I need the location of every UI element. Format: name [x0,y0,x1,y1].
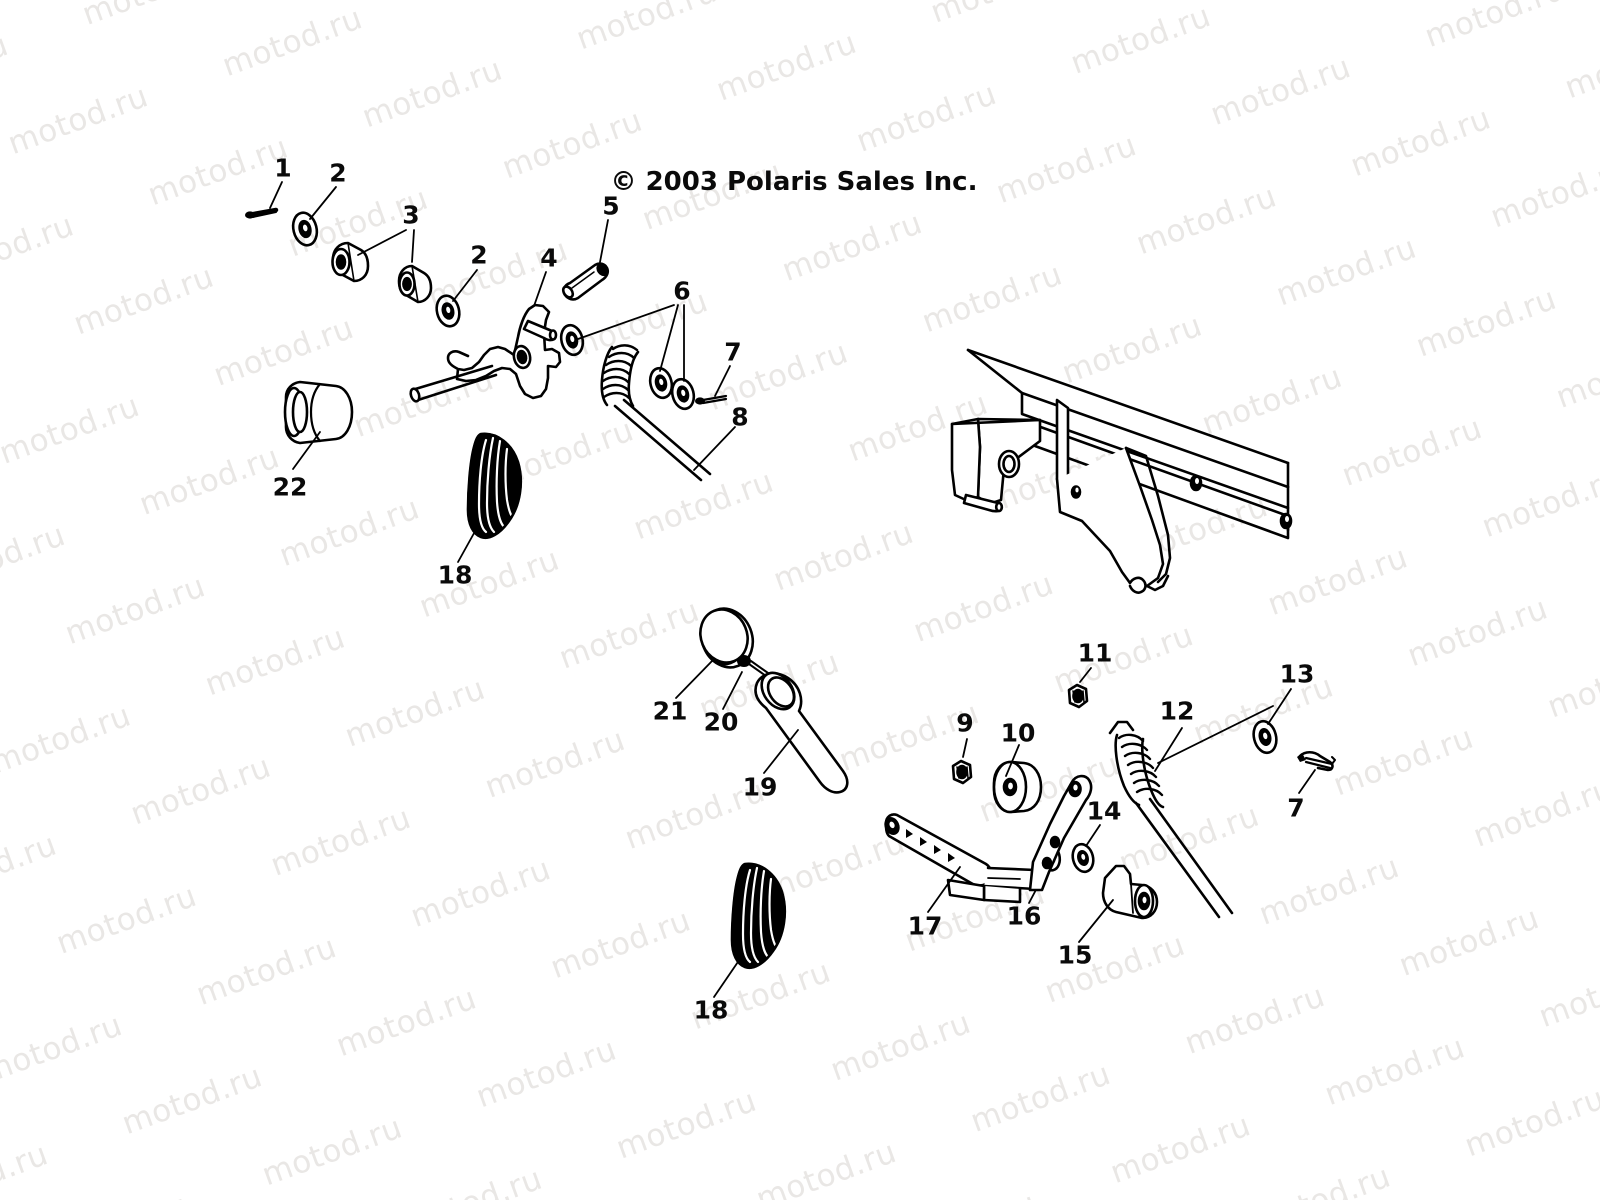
leader-7a [714,365,731,397]
callout-pivot-pin[interactable]: 5 [602,191,620,221]
leader-8 [693,426,736,471]
part-19-shift-lever-boot [754,671,849,794]
leader-2b [452,269,478,302]
leader-6a [577,304,675,340]
leader-20 [722,671,743,710]
callout-brake-pedal-arm[interactable]: 17 [907,911,943,941]
frame-rail-bracket [950,348,1293,594]
callout-cotter-pin[interactable]: 7 [1287,793,1305,823]
callout-rubber-boot-cap[interactable]: 22 [272,472,308,502]
leader-3a [357,229,407,256]
callout-shift-lever-boot[interactable]: 19 [742,772,778,802]
callout-nut[interactable]: 9 [956,708,974,738]
leader-12 [1154,727,1183,772]
part-12-spring-boot [1108,720,1234,919]
part-1-cotter-pin [245,207,279,219]
leader-3b [411,229,415,263]
leader-12-alt [1157,705,1274,764]
callout-shift-lever-arm[interactable]: 4 [540,243,558,273]
leader-21 [675,658,715,699]
part-20-knob-screw [737,655,769,677]
part-3-bushing-a [331,241,370,283]
leader-18a [457,525,479,563]
leader-10 [1005,744,1020,777]
part-14-washer [1071,842,1095,874]
part-18b-pedal-pad [730,862,786,970]
callout-cotter-pin[interactable]: 7 [724,337,742,367]
part-22-rubber-boot-cap [283,380,354,445]
callout-cotter-pin[interactable]: 1 [274,153,292,183]
callout-knob-screw[interactable]: 20 [703,707,739,737]
callout-washer[interactable]: 13 [1279,659,1315,689]
part-7b-cotter-pin [1297,750,1336,772]
callout-spring-boot[interactable]: 12 [1159,696,1195,726]
callout-washer[interactable]: 2 [470,240,488,270]
leader-22 [292,431,321,470]
part-18a-pedal-pad [466,432,522,540]
callout-washer[interactable]: 16 [1006,901,1042,931]
part-5-pivot-pin [561,262,610,301]
part-13-washer [1252,719,1278,755]
leader-19 [763,729,799,774]
part-8-shift-rod [600,344,712,482]
leader-13 [1267,688,1292,725]
leader-15 [1078,899,1114,943]
callout-pedal-pad[interactable]: 18 [693,995,729,1025]
callout-bushing-spacer[interactable]: 10 [1000,718,1036,748]
callout-shift-knob[interactable]: 21 [652,696,688,726]
callout-pedal-pad[interactable]: 18 [437,560,473,590]
leader-14 [1085,824,1101,847]
part-4-shift-lever-arm [409,303,562,403]
leader-17 [927,866,961,913]
leader-11 [1079,667,1092,683]
part-6-washer-b [648,366,674,400]
leader-5 [599,219,609,263]
part-11-nut [1067,683,1089,709]
leader-7b [1298,769,1316,794]
callout-washer[interactable]: 14 [1086,796,1122,826]
part-6-washer-c [670,377,696,411]
callout-washer[interactable]: 2 [329,158,347,188]
part-2b-washer [435,294,461,328]
leader-18b [713,955,743,998]
part-2a-washer [291,211,319,247]
callout-clevis-pin[interactable]: 15 [1057,940,1093,970]
callout-nut[interactable]: 11 [1077,638,1113,668]
leader-6b [659,304,679,372]
part-3-bushing-b [397,264,433,304]
part-21-shift-knob [699,607,755,669]
leader-9 [962,738,968,758]
copyright-notice: © 2003 Polaris Sales Inc. [610,167,978,197]
leader-4 [533,271,547,307]
callout-bushing[interactable]: 3 [402,200,420,230]
part-17-brake-pedal-arm [884,774,1093,904]
part-9-nut [951,759,973,785]
part-15-clevis-pin [1101,864,1159,920]
leader-1 [269,181,283,209]
callout-washers[interactable]: 6 [673,276,691,306]
leader-2a [309,186,337,220]
part-7a-cotter-pin [695,394,728,405]
callout-shift-rod[interactable]: 8 [731,402,749,432]
